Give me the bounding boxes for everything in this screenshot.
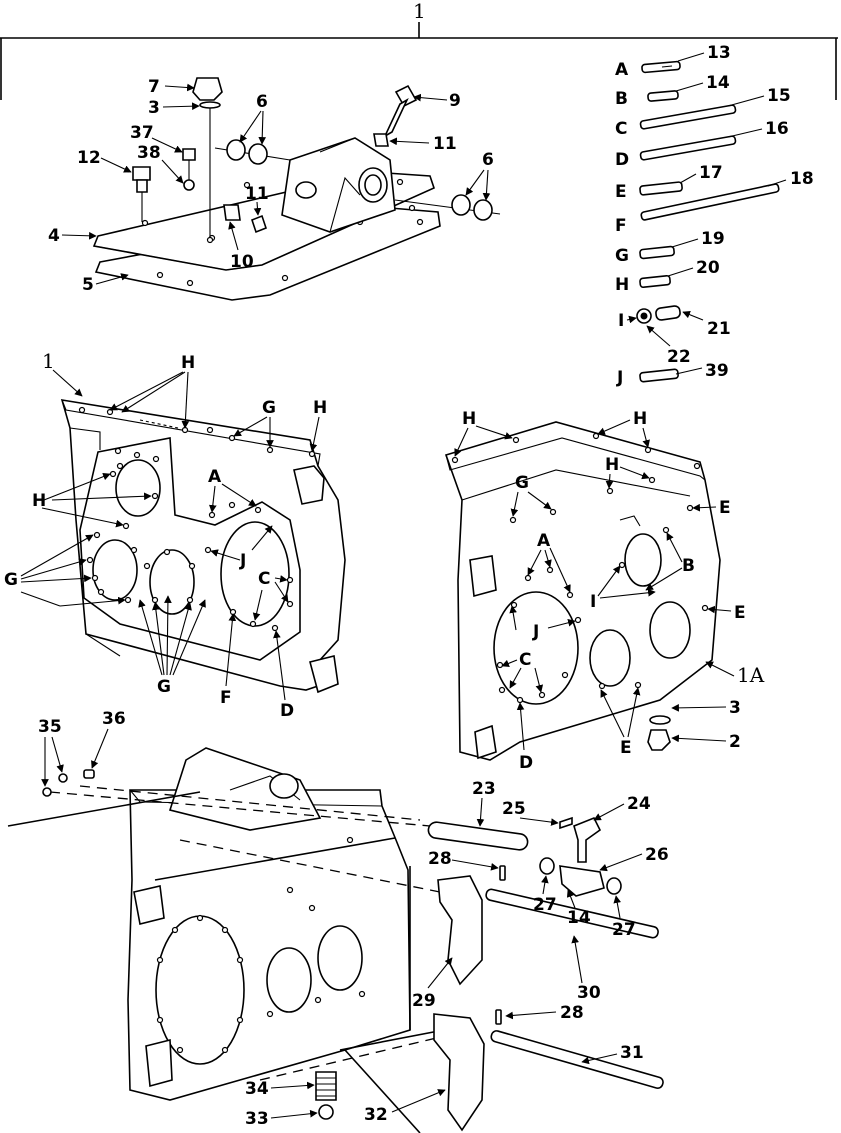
callout-e-1a-top: E (719, 498, 731, 518)
callout-10: 10 (230, 252, 254, 272)
callout-35: 35 (38, 717, 62, 737)
callout-3-1a: 3 (729, 698, 741, 718)
callout-27-left: 27 (533, 895, 557, 915)
callout-30: 30 (577, 983, 601, 1003)
callout-i-1a: I (590, 592, 596, 612)
legend-letter-i: I (618, 311, 624, 331)
housing-1a-callouts: H H H G E A B I E J C 1A D E (454, 409, 765, 773)
lower-shift-assembly (7, 747, 664, 1133)
callout-c-1a: C (519, 650, 531, 670)
callout-25: 25 (502, 799, 526, 819)
callout-c-left: C (258, 569, 270, 589)
legend-number-39: 39 (705, 361, 729, 381)
callout-b-1a: B (682, 556, 695, 576)
callout-a-1a: A (537, 531, 551, 551)
callout-1-top: 1 (413, 0, 426, 23)
legend-letter-d: D (615, 150, 629, 170)
callout-37: 37 (130, 123, 154, 143)
callout-h-right-left: H (313, 398, 327, 418)
housing-1-callouts: 1 H G H H A G J C G F (4, 349, 327, 721)
legend-letter-a: A (615, 60, 629, 80)
callout-7: 7 (148, 77, 160, 97)
legend-letter-f: F (615, 216, 627, 236)
callout-j-1a: J (532, 622, 539, 642)
housing-1a-holes (451, 432, 709, 704)
callout-33: 33 (245, 1109, 269, 1129)
callout-32: 32 (364, 1105, 388, 1125)
legend-number-19: 19 (701, 229, 725, 249)
callout-d-1a: D (519, 753, 533, 773)
cover-plate-assembly (92, 77, 501, 301)
lower-callouts: 35 36 23 25 24 28 26 27 14 27 29 30 28 3… (38, 709, 669, 1129)
assembly-bracket: 1 (0, 0, 838, 100)
callout-11-right: 11 (433, 134, 457, 154)
callout-38: 38 (137, 143, 161, 163)
legend-number-14: 14 (706, 73, 730, 93)
callout-36: 36 (102, 709, 126, 729)
lower-housing-holes (156, 836, 366, 1054)
callout-31: 31 (620, 1043, 644, 1063)
legend-letter-b: B (615, 89, 628, 109)
legend-letter-e: E (615, 182, 627, 202)
callout-6-right: 6 (482, 150, 494, 170)
legend-letter-j: J (616, 368, 623, 388)
callout-g-top-left: G (262, 398, 276, 418)
callout-h-1a-mid: H (605, 455, 619, 475)
housing-1a-rear-view (444, 421, 721, 761)
callout-d-left: D (280, 701, 294, 721)
callout-4: 4 (48, 226, 60, 246)
cover-callouts: 7 3 6 37 38 12 4 5 9 11 11 10 6 (48, 77, 494, 295)
callout-11-left: 11 (245, 184, 269, 204)
callout-26: 26 (645, 845, 669, 865)
callout-e-1a-mid: E (734, 603, 746, 623)
callout-j-left: J (239, 551, 246, 571)
callout-2: 2 (729, 732, 741, 752)
callout-12: 12 (77, 148, 101, 168)
legend-number-18: 18 (790, 169, 814, 189)
callout-6-left: 6 (256, 92, 268, 112)
callout-f: F (220, 688, 232, 708)
callout-g-1a: G (515, 473, 529, 493)
callout-28-bottom: 28 (560, 1003, 584, 1023)
legend-letter-g: G (615, 246, 629, 266)
callout-27-right: 27 (612, 920, 636, 940)
callout-29: 29 (412, 991, 436, 1011)
callout-9: 9 (449, 91, 461, 111)
callout-h-1a-right: H (633, 409, 647, 429)
callout-14: 14 (567, 908, 591, 928)
legend-number-13: 13 (707, 43, 731, 63)
callout-a-left: A (208, 467, 222, 487)
callout-e-1a-bottom: E (620, 738, 632, 758)
callout-h-left: H (32, 491, 46, 511)
callout-34: 34 (245, 1079, 269, 1099)
legend-number-16: 16 (765, 119, 789, 139)
callout-g-left: G (4, 570, 18, 590)
callout-1a: 1A (737, 663, 765, 687)
legend-letter-h: H (615, 275, 629, 295)
legend-letter-c: C (615, 119, 627, 139)
callout-1-housing: 1 (42, 349, 55, 373)
callout-23: 23 (472, 779, 496, 799)
callout-h-top-left: H (181, 353, 195, 373)
callout-g-bottom-left: G (157, 677, 171, 697)
callout-24: 24 (627, 794, 651, 814)
legend-number-15: 15 (767, 86, 791, 106)
callout-3-cover: 3 (148, 98, 160, 118)
legend-number-21: 21 (707, 319, 731, 339)
callout-5: 5 (82, 275, 94, 295)
legend-number-20: 20 (696, 258, 720, 278)
callout-h-1a-left: H (462, 409, 476, 429)
callout-28-top: 28 (428, 849, 452, 869)
legend-number-17: 17 (699, 163, 723, 183)
pin-legend: A 13 B 14 C 15 D 16 E 17 F 18 G 19 (615, 43, 814, 388)
housing-1-front-view (60, 399, 346, 694)
legend-number-22: 22 (667, 347, 691, 367)
